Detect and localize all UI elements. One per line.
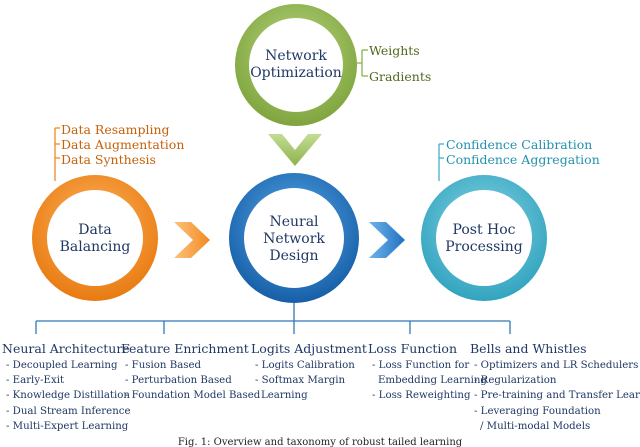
branch-bracket-post-hoc [438,143,444,181]
branch-item: Data Augmentation [61,137,185,152]
node-label-line: Neural [269,214,319,230]
branch-data-balancing: Data Resampling Data Augmentation Data S… [61,122,184,167]
branch-item: Data Synthesis [61,152,156,167]
category-item: Embedding Learning [378,375,487,387]
category-item: - Foundation Model Based [125,390,261,402]
branch-bracket-network-optimization [357,49,368,77]
node-label-line: Balancing [59,239,131,255]
node-label-data-balancing: Data Balancing [45,222,145,256]
category-item: - Fusion Based [125,360,202,371]
node-post-hoc-processing [421,175,547,301]
category-title: Neural Architecture [2,341,130,356]
category-item: - Knowledge Distillation [6,390,130,402]
branch-item-weights: Weights [369,43,420,58]
category-title: Feature Enrichment [121,341,249,356]
category-item: - Multi-Expert Learning [6,420,129,432]
branch-item-gradients: Gradients [369,69,432,84]
branch-item: Data Resampling [61,122,170,137]
branch-bracket-data-balancing [54,127,60,181]
category-item: - Early-Exit [6,375,65,387]
taxonomy-tree-lines [35,303,511,334]
arrow-right-orange [174,222,210,258]
branch-item: Confidence Aggregation [446,152,600,167]
category-item: - Softmax Margin [255,375,346,387]
figure-caption: Fig. 1: Overview and taxonomy of robust … [177,437,463,447]
branch-item: Confidence Calibration [446,137,593,152]
node-label-line: Network [265,48,327,64]
arrow-down-green [268,134,322,166]
category-item: / Multi-modal Models [480,420,591,432]
category-item: - Loss Reweighting [372,390,471,402]
category-item: - Regularization [474,375,557,387]
category-feature-enrichment: Feature Enrichment - Fusion Based - Pert… [121,341,260,404]
category-title: Bells and Whistles [470,341,587,356]
category-item: - Perturbation Based [125,375,232,387]
node-label-neural-network-design: Neural Network Design [244,214,344,265]
arrow-right-blue [369,222,405,258]
spacer [369,58,431,69]
node-label-line: Data [78,222,112,238]
category-logits-adjustment: Logits Adjustment - Logits Calibration -… [251,341,367,404]
category-title: Logits Adjustment [251,341,367,356]
category-item: Learning [261,390,308,402]
node-label-line: Design [269,248,319,264]
category-item: - Dual Stream Inference [6,405,131,417]
node-label-line: Processing [445,239,523,255]
node-neural-network-design [229,173,359,303]
category-item: - Logits Calibration [255,360,355,371]
category-item: - Pre-training and Transfer Learning [474,390,640,402]
node-label-network-optimization: Network Optimization [246,48,346,82]
node-label-line: Network [263,231,325,247]
node-data-balancing [32,175,158,301]
branch-network-optimization: Weights Gradients [369,43,431,84]
category-item: - Optimizers and LR Schedulers [474,360,639,371]
category-item: - Decoupled Learning [6,360,118,371]
branch-post-hoc-processing: Confidence Calibration Confidence Aggreg… [446,137,600,167]
node-label-line: Post Hoc [452,222,516,238]
category-title: Loss Function [368,341,458,356]
node-label-line: Optimization [250,65,342,81]
category-item: - Leveraging Foundation [474,405,601,417]
node-network-optimization [235,4,357,126]
category-bells-and-whistles: Bells and Whistles - Optimizers and LR S… [470,341,640,434]
category-neural-architecture: Neural Architecture - Decoupled Learning… [2,341,131,434]
category-loss-function: Loss Function - Loss Function for Embedd… [368,341,487,404]
node-label-post-hoc-processing: Post Hoc Processing [434,222,534,256]
category-item: - Loss Function for [372,360,470,371]
